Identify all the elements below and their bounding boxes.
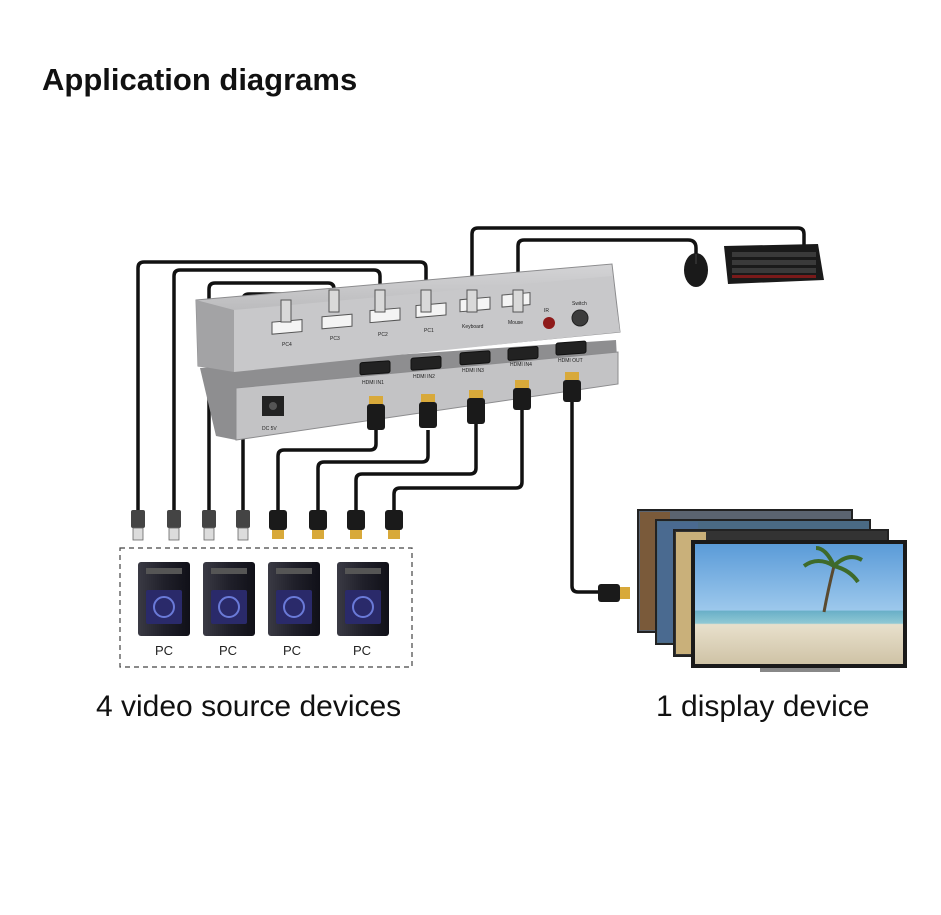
hdmi-out-label: HDMI OUT [558, 358, 583, 364]
usb-port-row [271, 292, 531, 335]
pc-tower-icon [268, 562, 320, 636]
hdmi-out-port[interactable] [555, 340, 587, 356]
switch-button[interactable] [571, 309, 589, 327]
switch-button-label: Switch [572, 301, 587, 307]
display-stack [637, 509, 907, 672]
usb-label-pc4: PC4 [282, 342, 292, 348]
pc-label-3: PC [283, 643, 301, 658]
hdmi-in3-label: HDMI IN3 [462, 368, 484, 374]
power-label: DC 5V [262, 426, 277, 432]
pc-tower-icon [138, 562, 190, 636]
pc-label-1: PC [155, 643, 173, 658]
hdmi-kvm-switch: PC4 PC3 PC2 PC1 Keyboard Mouse IR Switch… [195, 263, 621, 441]
keyboard-icon [724, 244, 824, 284]
hdmi-plug-display [598, 584, 630, 602]
hdmi-in4-label: HDMI IN4 [510, 362, 532, 368]
hdmi-in1-port[interactable] [359, 360, 391, 376]
page-title: Application diagrams [42, 62, 358, 97]
pc-towers [138, 562, 389, 636]
ir-receiver-icon [543, 317, 555, 329]
pc-tower-icon [337, 562, 389, 636]
mouse-icon [684, 253, 708, 287]
usb-port-pc3[interactable] [321, 313, 353, 330]
hdmi-in2-label: HDMI IN2 [413, 374, 435, 380]
usb-label-pc1: PC1 [424, 328, 434, 334]
usb-label-mouse: Mouse [508, 320, 523, 326]
usb-label-pc3: PC3 [330, 336, 340, 342]
usb-label-pc2: PC2 [378, 332, 388, 338]
hdmi-in4-port[interactable] [507, 346, 539, 361]
tv-monitor-icon [691, 540, 907, 672]
pc-label-4: PC [353, 643, 371, 658]
usb-label-keyboard: Keyboard [462, 324, 484, 330]
hdmi-cables [276, 400, 600, 594]
usb-plugs-pc [131, 510, 250, 541]
hdmi-in1-label: HDMI IN1 [362, 380, 384, 386]
usb-plugs-switch [280, 289, 524, 323]
pc-tower-icon [203, 562, 255, 636]
ir-label: IR [544, 308, 549, 314]
pc-label-2: PC [219, 643, 237, 658]
hdmi-plugs-switch [367, 372, 581, 430]
display-caption: 1 display device [656, 690, 870, 723]
hdmi-in2-port[interactable] [410, 355, 442, 371]
hdmi-plugs-pc [269, 510, 403, 539]
source-devices-box [119, 547, 413, 668]
hdmi-in3-port[interactable] [459, 350, 491, 366]
sources-caption: 4 video source devices [96, 690, 402, 723]
